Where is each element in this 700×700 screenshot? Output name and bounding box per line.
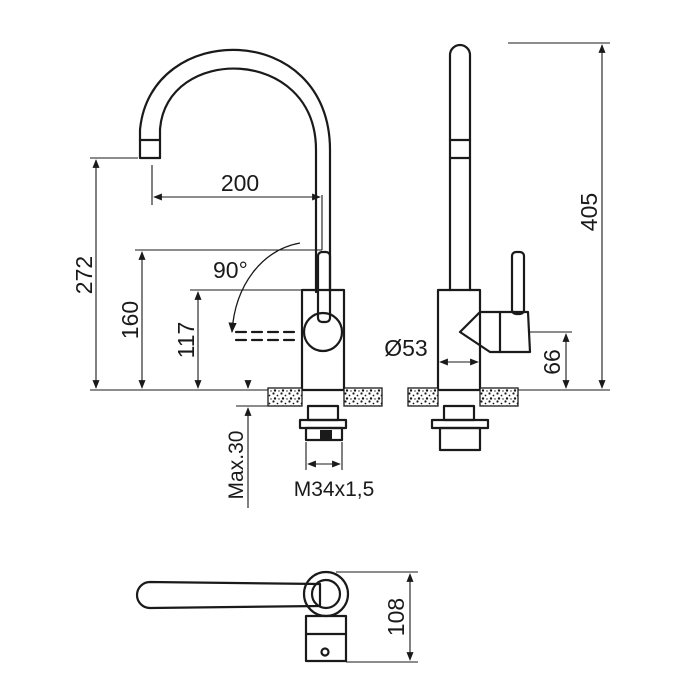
side-deck-left xyxy=(407,387,439,407)
mount-washer xyxy=(298,418,348,430)
dim-label-base-diameter: Ø53 xyxy=(384,335,427,361)
side-mount-washer xyxy=(430,418,490,430)
side-lever xyxy=(510,250,526,316)
dim-label-base-height: 66 xyxy=(539,349,565,375)
front-view: 200 90° 272 160 117 Max.30 M34x1,5 xyxy=(71,48,383,508)
dim-label-max-deck: Max.30 xyxy=(225,431,248,500)
side-spout xyxy=(448,43,472,292)
top-body-inner xyxy=(310,578,342,610)
rotation-arc xyxy=(228,242,301,334)
dim-label-body-height: 117 xyxy=(173,322,199,359)
dim-label-top-depth: 108 xyxy=(383,598,409,636)
side-handle-housing xyxy=(458,310,532,354)
supply-hose xyxy=(320,430,332,440)
dim-label-handle-height: 160 xyxy=(117,301,143,339)
dim-label-overall-height: 272 xyxy=(71,256,97,294)
spout-outer xyxy=(138,48,332,294)
top-handle-screw xyxy=(320,647,330,657)
side-mount-nut xyxy=(442,404,476,422)
dim-label-spout-reach: 200 xyxy=(221,170,259,196)
front-body xyxy=(300,288,346,392)
side-deck-right xyxy=(479,387,519,407)
dim-label-total-height: 405 xyxy=(576,193,602,231)
top-view: 108 xyxy=(135,570,418,663)
dim-label-thread: M34x1,5 xyxy=(294,478,375,501)
mount-nut xyxy=(306,404,340,422)
deck-left xyxy=(267,387,303,407)
top-spout xyxy=(135,580,322,610)
top-handle-block xyxy=(304,614,348,663)
front-lever xyxy=(316,250,332,324)
spout-inner xyxy=(158,67,318,294)
side-mount-thread xyxy=(438,426,482,452)
front-lever-knob xyxy=(302,311,344,353)
side-view: Ø53 66 405 xyxy=(384,42,610,452)
dim-label-angle: 90° xyxy=(213,257,248,283)
deck-right xyxy=(343,387,383,407)
top-body-outer xyxy=(302,570,350,618)
